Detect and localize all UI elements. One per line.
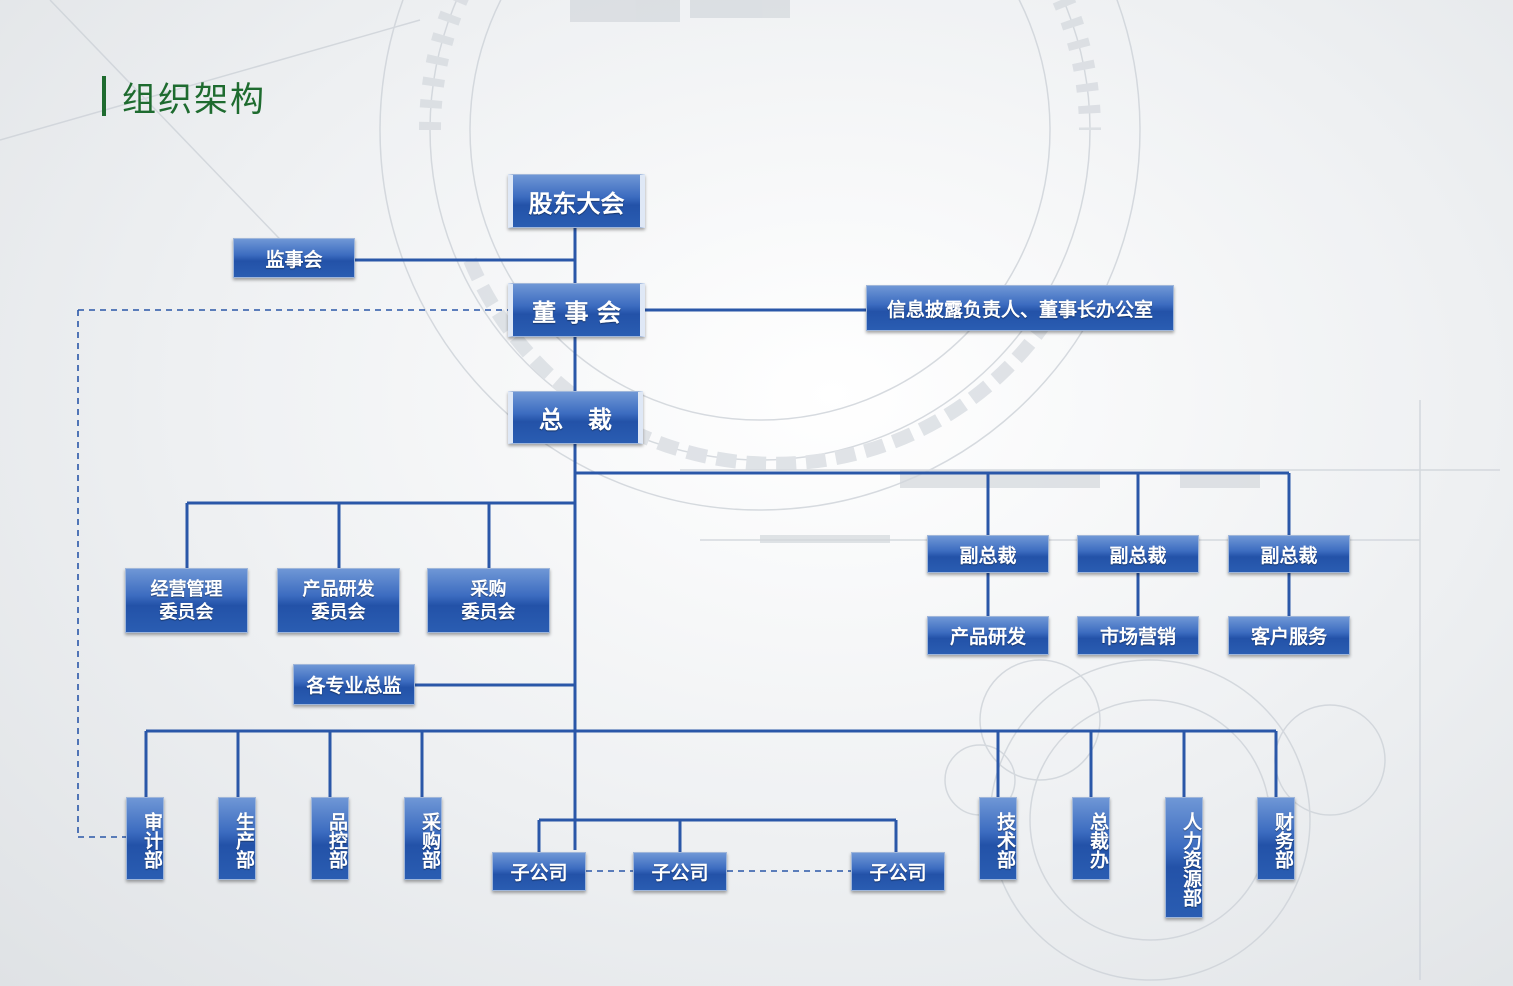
node-supervisors: 监事会 xyxy=(233,238,355,278)
node-committee-purchase: 采购委员会 xyxy=(427,568,550,633)
node-disclosure-office: 信息披露负责人、董事长办公室 xyxy=(866,285,1174,331)
node-president: 总 裁 xyxy=(508,391,643,444)
node-dept-tech: 技术部 xyxy=(979,797,1017,880)
node-dept-purchasing: 采购部 xyxy=(404,797,442,880)
node-vp-customer-service: 客户服务 xyxy=(1228,616,1350,655)
node-dept-qc: 品控部 xyxy=(311,797,349,880)
node-directors: 各专业总监 xyxy=(293,664,415,705)
node-committee-operations: 经营管理委员会 xyxy=(125,568,248,633)
node-vp-2: 副总裁 xyxy=(1077,535,1199,573)
node-dept-audit: 审计部 xyxy=(126,797,164,880)
node-board: 董 事 会 xyxy=(508,283,645,337)
node-vp-3: 副总裁 xyxy=(1228,535,1350,573)
node-dept-finance: 财务部 xyxy=(1257,797,1295,880)
node-subsidiary-2: 子公司 xyxy=(633,852,727,891)
node-dept-production: 生产部 xyxy=(218,797,256,880)
title-accent-bar xyxy=(102,76,106,116)
node-vp-marketing: 市场营销 xyxy=(1077,616,1199,655)
node-dept-president-office: 总裁办 xyxy=(1072,797,1110,880)
node-shareholders: 股东大会 xyxy=(508,174,645,228)
node-dept-hr: 人力资源部 xyxy=(1165,797,1203,918)
node-subsidiary-1: 子公司 xyxy=(492,852,586,891)
node-committee-rd: 产品研发委员会 xyxy=(277,568,400,633)
node-vp-product-rd: 产品研发 xyxy=(927,616,1049,655)
node-vp-1: 副总裁 xyxy=(927,535,1049,573)
page-title: 组织架构 xyxy=(122,80,266,120)
node-subsidiary-3: 子公司 xyxy=(851,852,945,891)
